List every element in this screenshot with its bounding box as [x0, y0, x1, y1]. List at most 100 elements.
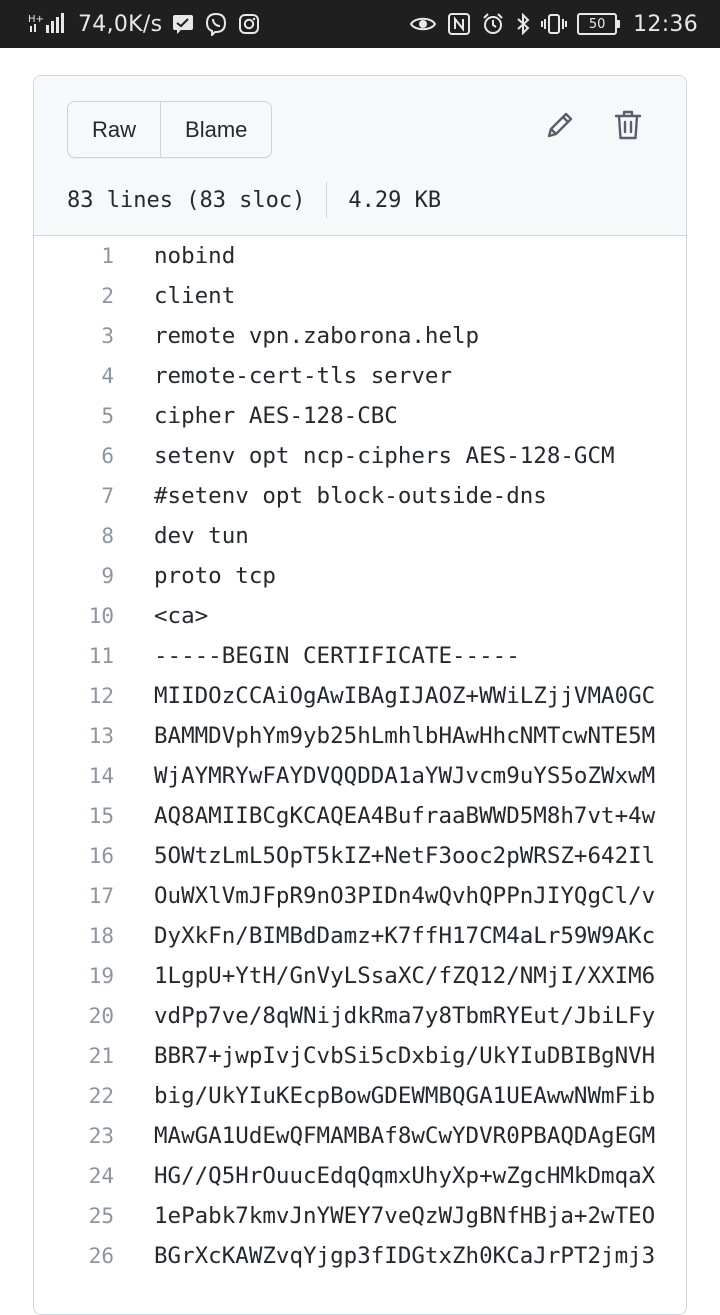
code-line: 15 AQ8AMIIBCgKCAQEA4BufraaBWWD5M8h7vt+4w: [34, 796, 686, 836]
line-content: MAwGA1UdEwQFMAMBAf8wCwYDVR0PBAQDAgEGM: [154, 1123, 656, 1149]
line-content: -----BEGIN CERTIFICATE-----: [154, 643, 520, 669]
code-line: 16 5OWtzLmL5OpT5kIZ+NetF3ooc2pWRSZ+642Il: [34, 836, 686, 876]
line-number[interactable]: 11: [88, 644, 114, 668]
file-size: 4.29 KB: [348, 187, 442, 213]
code-line: 17 OuWXlVmJFpR9nO3PIDn4wQvhQPPnJIYQgCl/v: [34, 876, 686, 916]
line-number[interactable]: 20: [88, 1004, 114, 1028]
vibrate-icon: [541, 12, 568, 36]
line-number[interactable]: 5: [101, 404, 114, 428]
code-line: 25 1ePabk7kmvJnYWEY7veQzWJgBNfHBja+2wTEO: [34, 1196, 686, 1236]
code-line: 7 #setenv opt block-outside-dns: [34, 476, 686, 516]
delete-button[interactable]: [611, 108, 645, 142]
line-number[interactable]: 24: [88, 1164, 114, 1188]
viber-icon: [204, 12, 228, 36]
line-number[interactable]: 26: [88, 1244, 114, 1268]
line-content: 5OWtzLmL5OpT5kIZ+NetF3ooc2pWRSZ+642Il: [154, 843, 656, 869]
code-line: 2 client: [34, 276, 686, 316]
code-line: 26 BGrXcKAWZvqYjgp3fIDGtxZh0KCaJrPT2jmj3: [34, 1236, 686, 1276]
line-content: big/UkYIuKEcpBowGDEWMBQGA1UEAwwNWmFib: [154, 1083, 656, 1109]
line-content: DyXkFn/BIMBdDamz+K7ffH17CM4aLr59W9AKc: [154, 923, 656, 949]
line-number[interactable]: 12: [88, 684, 114, 708]
line-content: MIIDOzCCAiOgAwIBAgIJAOZ+WWiLZjjVMA0GC: [154, 683, 656, 709]
eye-icon: [409, 13, 437, 35]
network-type: H+: [28, 14, 44, 25]
view-button-group: Raw Blame: [67, 101, 273, 158]
meta-divider: [326, 182, 328, 218]
line-number[interactable]: 23: [88, 1124, 114, 1148]
code-line: 10 <ca>: [34, 596, 686, 636]
status-bar-right: 50 12:36: [409, 12, 698, 37]
line-content: OuWXlVmJFpR9nO3PIDn4wQvhQPPnJIYQgCl/v: [154, 883, 656, 909]
instagram-icon: [238, 13, 260, 35]
line-content: proto tcp: [154, 563, 276, 589]
blame-button[interactable]: Blame: [160, 102, 271, 157]
edit-button[interactable]: [543, 108, 577, 142]
line-content: <ca>: [154, 603, 209, 629]
file-info: 83 lines (83 sloc) 4.29 KB: [67, 181, 441, 219]
line-content: WjAYMRYwFAYDVQQDDA1aYWJvcm9uYS5oZWxwM: [154, 763, 656, 789]
battery-icon: 50: [577, 13, 621, 35]
code-line: 18 DyXkFn/BIMBdDamz+K7ffH17CM4aLr59W9AKc: [34, 916, 686, 956]
line-content: HG//Q5HrOuucEdqQqmxUhyXp+wZgcHMkDmqaX: [154, 1163, 656, 1189]
line-content: vdPp7ve/8qWNijdkRma7y8TbmRYEut/JbiLFy: [154, 1003, 656, 1029]
code-line: 6 setenv opt ncp-ciphers AES-128-GCM: [34, 436, 686, 476]
line-number[interactable]: 4: [101, 364, 114, 388]
line-number[interactable]: 2: [101, 284, 114, 308]
code-line: 3 remote vpn.zaborona.help: [34, 316, 686, 356]
line-content: 1LgpU+YtH/GnVyLSsaXC/fZQ12/NMjI/XXIM6: [154, 963, 656, 989]
code-line: 12 MIIDOzCCAiOgAwIBAgIJAOZ+WWiLZjjVMA0GC: [34, 676, 686, 716]
signal-icon: H+: [28, 11, 68, 37]
raw-button[interactable]: Raw: [92, 116, 137, 142]
nfc-icon: [447, 12, 471, 36]
code-line: 9 proto tcp: [34, 556, 686, 596]
code-line: 20 vdPp7ve/8qWNijdkRma7y8TbmRYEut/JbiLFy: [34, 996, 686, 1036]
line-number[interactable]: 14: [88, 764, 114, 788]
line-number[interactable]: 15: [88, 804, 114, 828]
line-content: remote-cert-tls server: [154, 363, 453, 389]
line-content: BGrXcKAWZvqYjgp3fIDGtxZh0KCaJrPT2jmj3: [154, 1243, 656, 1269]
code-line: 8 dev tun: [34, 516, 686, 556]
line-count: 83 lines (83 sloc): [67, 187, 306, 213]
line-number[interactable]: 21: [88, 1044, 114, 1068]
message-icon: [172, 13, 194, 35]
code-view: 1 nobind 2 client 3 remote vpn.zaborona.help 4…: [34, 236, 686, 1276]
line-number[interactable]: 16: [88, 844, 114, 868]
line-content: nobind: [154, 243, 236, 269]
line-content: setenv opt ncp-ciphers AES-128-GCM: [154, 443, 615, 469]
line-number[interactable]: 1: [101, 244, 114, 268]
battery-level: 50: [588, 16, 606, 32]
line-number[interactable]: 8: [101, 524, 114, 548]
line-number[interactable]: 7: [101, 484, 114, 508]
bluetooth-icon: [515, 12, 531, 36]
code-line: 1 nobind: [34, 236, 686, 276]
pencil-icon: [547, 112, 573, 138]
line-number[interactable]: 3: [101, 324, 114, 348]
line-number[interactable]: 19: [88, 964, 114, 988]
file-viewer: Raw Blame 83 lines (83 sloc) 4.29 KB 1 no…: [33, 75, 687, 1315]
line-content: BAMMDVphYm9yb25hLmhlbHAwHhcNMTcwNTE5M: [154, 723, 656, 749]
line-number[interactable]: 6: [101, 444, 114, 468]
status-bar-left: H+ 74,0K/s: [28, 11, 260, 37]
clock: 12:36: [633, 11, 698, 37]
line-content: 1ePabk7kmvJnYWEY7veQzWJgBNfHBja+2wTEO: [154, 1203, 656, 1229]
line-number[interactable]: 10: [88, 604, 114, 628]
line-number[interactable]: 25: [88, 1204, 114, 1228]
line-number[interactable]: 22: [88, 1084, 114, 1108]
line-content: cipher AES-128-CBC: [154, 403, 398, 429]
code-line: 23 MAwGA1UdEwQFMAMBAf8wCwYDVR0PBAQDAgEGM: [34, 1116, 686, 1156]
line-content: client: [154, 283, 236, 309]
file-header: Raw Blame 83 lines (83 sloc) 4.29 KB: [34, 76, 686, 236]
code-line: 4 remote-cert-tls server: [34, 356, 686, 396]
code-line: 19 1LgpU+YtH/GnVyLSsaXC/fZQ12/NMjI/XXIM6: [34, 956, 686, 996]
line-content: AQ8AMIIBCgKCAQEA4BufraaBWWD5M8h7vt+4w: [154, 803, 656, 829]
line-number[interactable]: 17: [88, 884, 114, 908]
status-bar: H+ 74,0K/s: [0, 0, 720, 48]
line-content: dev tun: [154, 523, 249, 549]
line-content: remote vpn.zaborona.help: [154, 323, 480, 349]
line-number[interactable]: 13: [88, 724, 114, 748]
code-line: 5 cipher AES-128-CBC: [34, 396, 686, 436]
line-content: #setenv opt block-outside-dns: [154, 483, 547, 509]
line-number[interactable]: 18: [88, 924, 114, 948]
line-number[interactable]: 9: [101, 564, 114, 588]
